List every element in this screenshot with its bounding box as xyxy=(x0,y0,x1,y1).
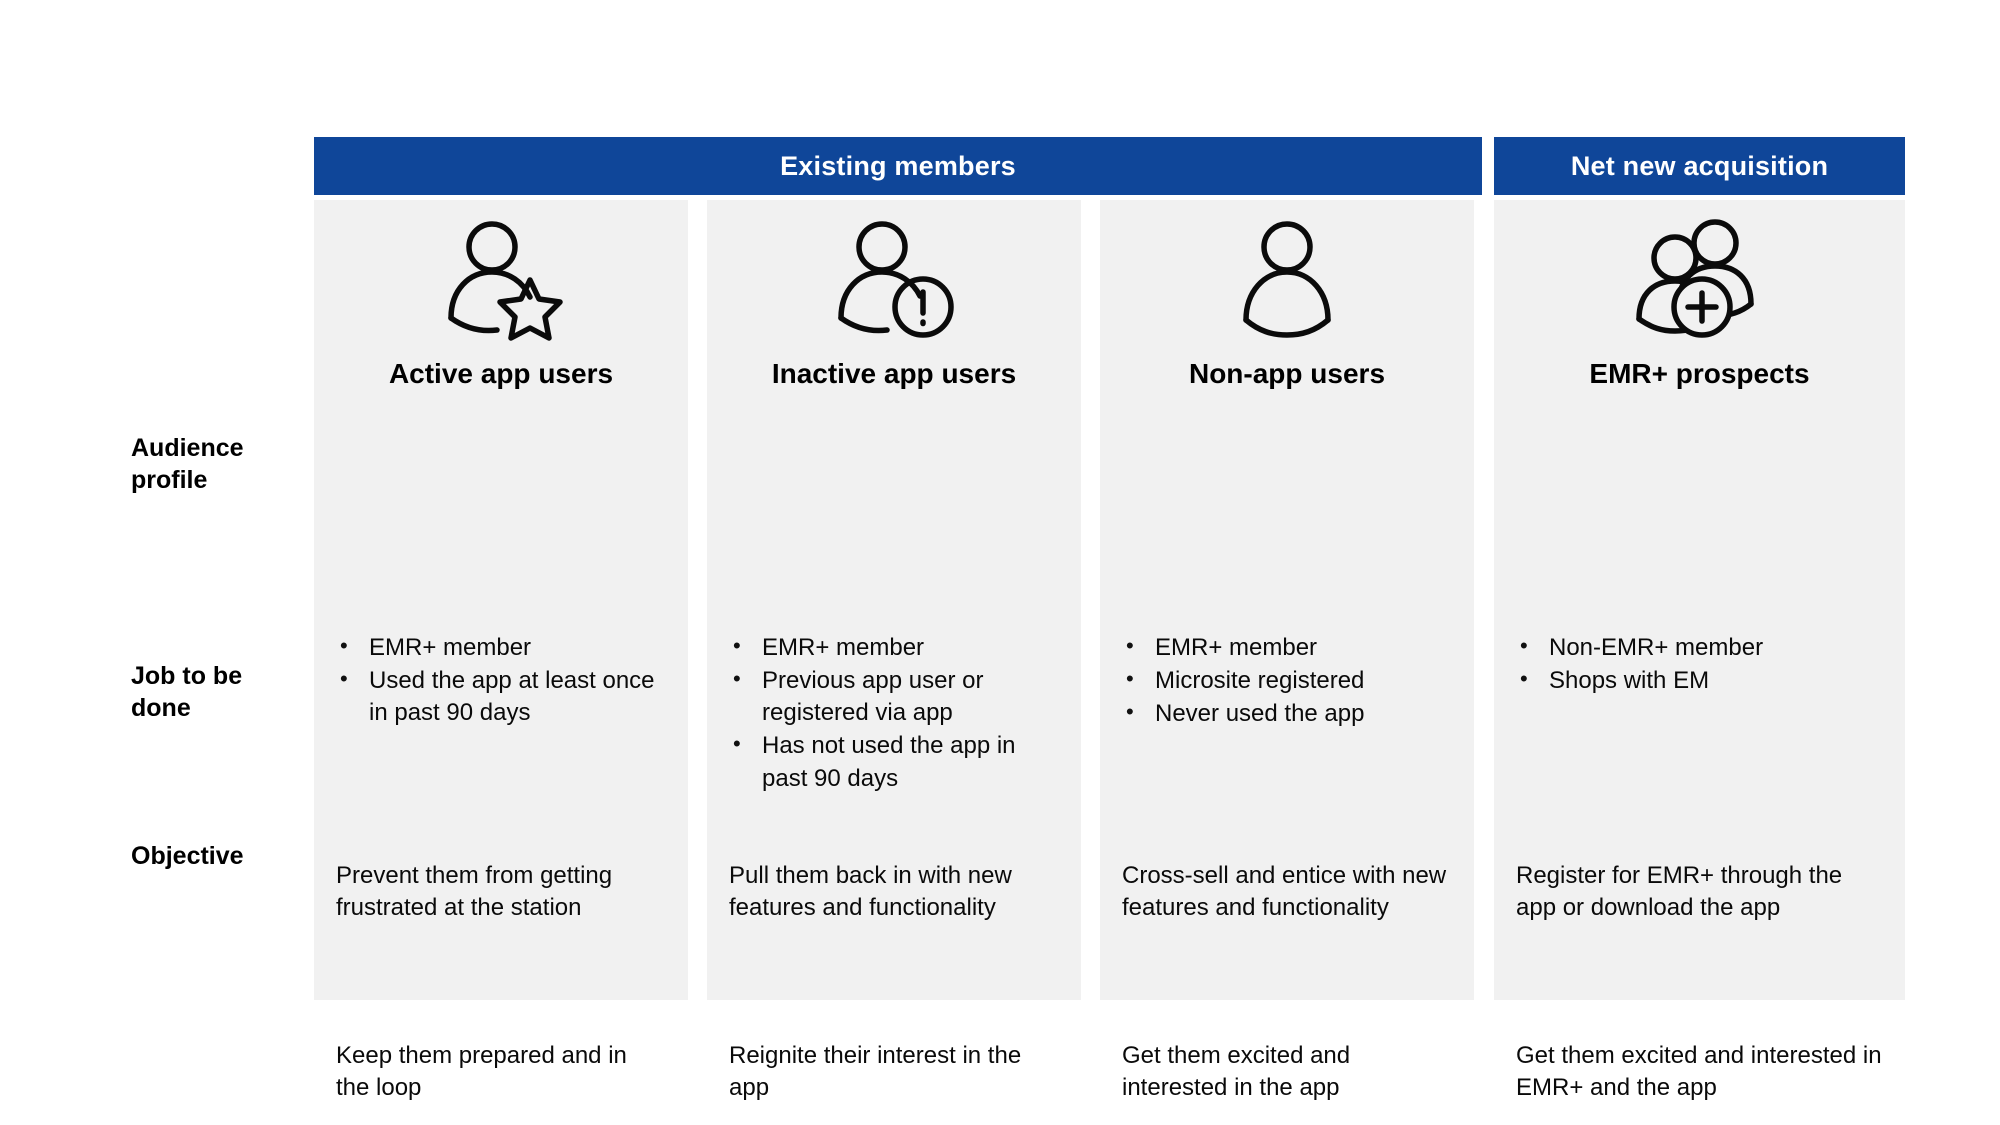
person-star-icon xyxy=(314,208,688,348)
column-title: Active app users xyxy=(388,358,614,389)
cell-text: Keep them prepared and in the loop xyxy=(336,1042,627,1102)
column-title: EMR+ prospects xyxy=(1589,358,1810,389)
list-item: EMR+ member xyxy=(336,631,666,664)
column-active-app-users: Active app users EMR+ member Used the ap… xyxy=(314,200,688,1101)
person-alert-icon xyxy=(707,208,1081,348)
column-inactive-app-users: Inactive app users EMR+ member Previous … xyxy=(707,200,1081,1101)
column-title: Non-app users xyxy=(1188,358,1386,389)
cell-objective: Keep them prepared and in the loop xyxy=(336,1040,666,1104)
row-label-line: Job to be xyxy=(131,662,243,690)
row-label-job-to-be-done: Job to be done xyxy=(131,660,306,724)
row-label-objective: Objective xyxy=(131,840,306,872)
bullet-list: EMR+ member Used the app at least once i… xyxy=(336,631,666,729)
cell-job-to-be-done: Register for EMR+ through the app or dow… xyxy=(1516,860,1883,924)
list-item: EMR+ member xyxy=(1122,631,1452,664)
list-item: Non-EMR+ member xyxy=(1516,631,1883,664)
row-label-line: Audience xyxy=(131,434,244,462)
cell-audience-profile: EMR+ member Microsite registered Never u… xyxy=(1122,631,1452,731)
cell-objective: Get them excited and interested in the a… xyxy=(1122,1040,1452,1104)
person-icon xyxy=(1100,208,1474,348)
bullet-list: EMR+ member Previous app user or registe… xyxy=(729,631,1059,795)
group-header-net-new-acquisition: Net new acquisition xyxy=(1494,137,1905,195)
row-label-line: Objective xyxy=(131,842,244,870)
cell-objective: Reignite their interest in the app xyxy=(729,1040,1059,1104)
cell-job-to-be-done: Cross-sell and entice with new features … xyxy=(1122,860,1452,924)
cell-text: Prevent them from getting frustrated at … xyxy=(336,862,613,922)
cell-text: Reignite their interest in the app xyxy=(729,1042,1022,1102)
cell-text: Get them excited and interested in EMR+ … xyxy=(1516,1042,1882,1102)
list-item: Has not used the app in past 90 days xyxy=(729,729,1059,794)
column-title: Inactive app users xyxy=(771,358,1017,389)
bullet-list: Non-EMR+ member Shops with EM xyxy=(1516,631,1883,697)
cell-objective: Get them excited and interested in EMR+ … xyxy=(1516,1040,1883,1104)
list-item: Microsite registered xyxy=(1122,664,1452,697)
cell-job-to-be-done: Prevent them from getting frustrated at … xyxy=(336,860,666,924)
bullet-list: EMR+ member Microsite registered Never u… xyxy=(1122,631,1452,730)
group-header-existing-members: Existing members xyxy=(314,137,1482,195)
column-emr-plus-prospects: EMR+ prospects Non-EMR+ member Shops wit… xyxy=(1494,200,1905,1101)
cell-text: Cross-sell and entice with new features … xyxy=(1122,862,1447,922)
cell-audience-profile: Non-EMR+ member Shops with EM xyxy=(1516,631,1883,698)
cell-audience-profile: EMR+ member Previous app user or registe… xyxy=(729,631,1059,796)
row-label-line: done xyxy=(131,694,191,722)
list-item: Never used the app xyxy=(1122,697,1452,730)
row-label-line: profile xyxy=(131,466,208,494)
list-item: Previous app user or registered via app xyxy=(729,664,1059,729)
people-add-icon xyxy=(1494,208,1905,348)
list-item: Shops with EM xyxy=(1516,664,1883,697)
row-label-audience-profile: Audience profile xyxy=(131,432,306,496)
cell-text: Get them excited and interested in the a… xyxy=(1122,1042,1351,1102)
list-item: Used the app at least once in past 90 da… xyxy=(336,664,666,729)
cell-audience-profile: EMR+ member Used the app at least once i… xyxy=(336,631,666,730)
column-non-app-users: Non-app users EMR+ member Microsite regi… xyxy=(1100,200,1474,1101)
cell-job-to-be-done: Pull them back in with new features and … xyxy=(729,860,1059,924)
cell-text: Pull them back in with new features and … xyxy=(729,862,1012,922)
group-header-label: Existing members xyxy=(780,150,1016,181)
list-item: EMR+ member xyxy=(729,631,1059,664)
group-header-label: Net new acquisition xyxy=(1570,150,1829,181)
cell-text: Register for EMR+ through the app or dow… xyxy=(1516,862,1843,922)
